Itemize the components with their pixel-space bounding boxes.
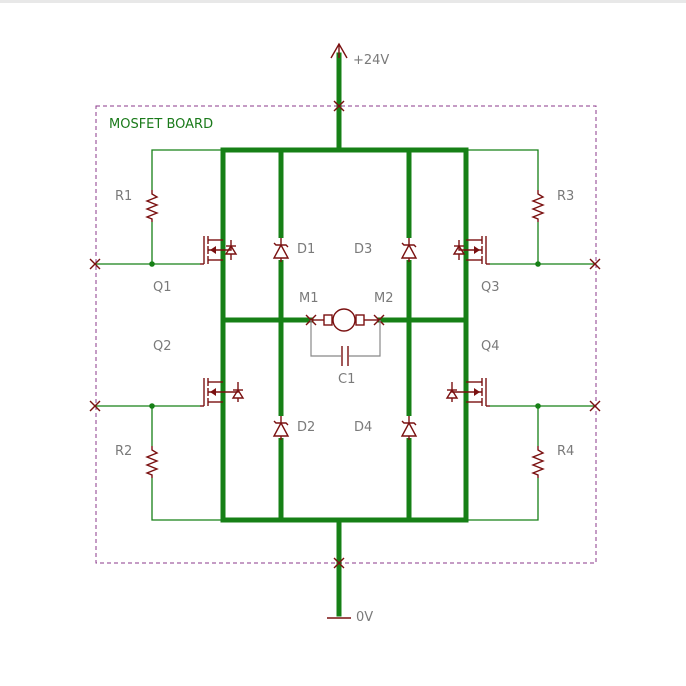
mosfet-q4-label: Q4 bbox=[481, 339, 500, 354]
diode-d4-label: D4 bbox=[354, 420, 372, 435]
resistor-r1-label: R1 bbox=[115, 189, 132, 204]
mosfet-q1[interactable] bbox=[200, 236, 238, 265]
supply-label: +24V bbox=[353, 53, 389, 68]
mosfet-q1-label: Q1 bbox=[153, 280, 172, 295]
resistor-r2[interactable] bbox=[145, 446, 159, 478]
supply-terminal[interactable] bbox=[330, 42, 348, 153]
diode-d1-label: D1 bbox=[297, 242, 315, 257]
diode-d4[interactable] bbox=[400, 416, 418, 440]
diode-d1[interactable] bbox=[272, 238, 290, 262]
motor-icon bbox=[332, 308, 356, 332]
diode-d2-label: D2 bbox=[297, 420, 315, 435]
motor-pin-m2[interactable] bbox=[373, 314, 385, 326]
resistor-r1[interactable] bbox=[145, 190, 159, 222]
gate-terminal-q3[interactable] bbox=[589, 258, 601, 270]
ground-label: 0V bbox=[356, 610, 373, 625]
gate-terminal-q2[interactable] bbox=[89, 400, 101, 412]
gate-terminal-q1[interactable] bbox=[89, 258, 101, 270]
mosfet-q4[interactable] bbox=[445, 378, 490, 407]
diode-d2[interactable] bbox=[272, 416, 290, 440]
capacitor-c1[interactable] bbox=[310, 320, 381, 366]
mosfet-q2[interactable] bbox=[200, 378, 245, 407]
resistor-r2-label: R2 bbox=[115, 444, 132, 459]
resistor-r4[interactable] bbox=[531, 446, 545, 478]
mosfet-q3-label: Q3 bbox=[481, 280, 500, 295]
power-bus bbox=[220, 147, 469, 523]
motor-pin-m1-label: M1 bbox=[299, 291, 319, 306]
resistor-r3[interactable] bbox=[531, 190, 545, 222]
gate-terminal-q4[interactable] bbox=[589, 400, 601, 412]
ground-terminal[interactable] bbox=[327, 517, 351, 619]
resistor-r3-label: R3 bbox=[557, 189, 574, 204]
gate-wiring bbox=[95, 149, 596, 521]
mosfet-board-outline bbox=[95, 105, 597, 564]
diode-d3[interactable] bbox=[400, 238, 418, 262]
window-top-border bbox=[0, 0, 686, 3]
mosfet-q3[interactable] bbox=[452, 236, 490, 265]
motor[interactable] bbox=[311, 308, 380, 332]
mosfet-q2-label: Q2 bbox=[153, 339, 172, 354]
diode-d3-label: D3 bbox=[354, 242, 372, 257]
motor-pin-m2-label: M2 bbox=[374, 291, 394, 306]
resistor-r4-label: R4 bbox=[557, 444, 574, 459]
capacitor-c1-label: C1 bbox=[338, 372, 355, 387]
board-label: MOSFET BOARD bbox=[109, 117, 213, 132]
